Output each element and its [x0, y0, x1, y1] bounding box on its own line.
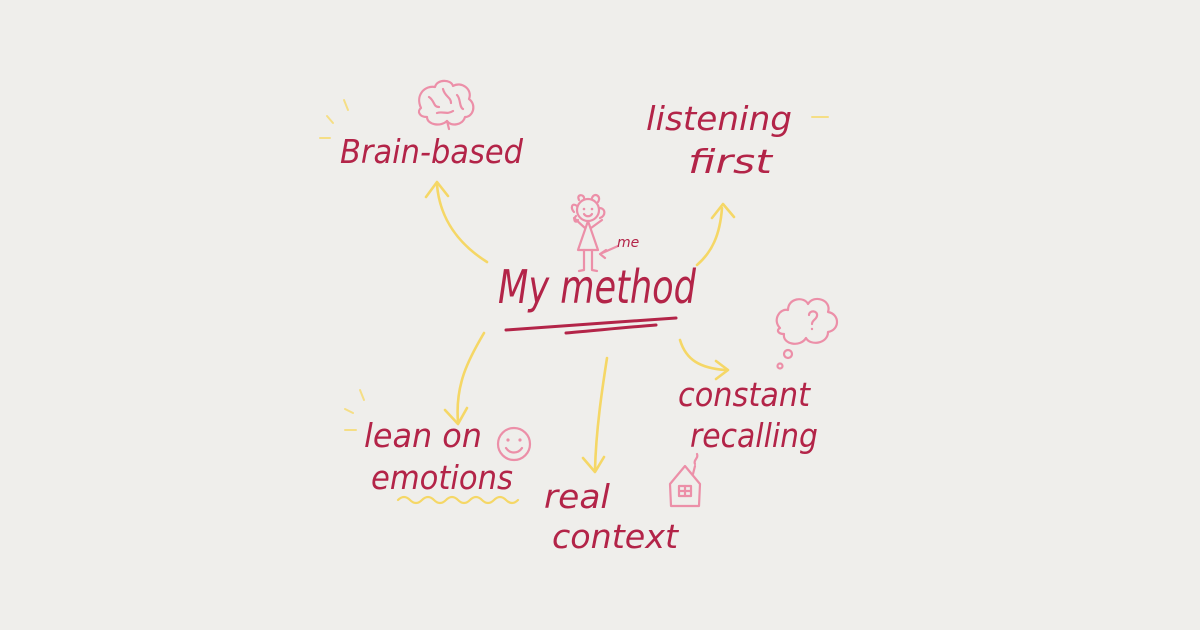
- center-title: My method: [498, 260, 697, 314]
- node-constant-recalling-line1: constant: [678, 375, 811, 414]
- node-listening-first-line2: first: [688, 142, 773, 181]
- node-lean-on-emotions-line2: emotions: [371, 458, 513, 497]
- emotions-wavy-underline: [396, 495, 520, 505]
- node-lean-on-emotions-line1: lean on: [364, 416, 482, 455]
- brain-icon: [417, 79, 475, 131]
- me-label: me: [617, 235, 639, 251]
- node-listening-first-line1: listening: [646, 99, 792, 138]
- node-real-context-line1: real: [544, 477, 610, 516]
- arrows: [424, 180, 736, 474]
- thought-bubble-icon: [775, 297, 839, 370]
- arrow-listening-first: [695, 206, 724, 267]
- stick-figure-icon: [570, 193, 620, 273]
- arrow-lean-on-emotions: [456, 331, 486, 424]
- arrow-brain-based: [435, 183, 489, 264]
- house-icon: [668, 452, 702, 508]
- smiley-icon: [496, 426, 532, 462]
- title-underline: [504, 316, 678, 335]
- arrow-real-context: [593, 356, 609, 472]
- sparkles: [319, 99, 829, 431]
- node-real-context-line2: context: [552, 517, 679, 556]
- node-brain-based: Brain-based: [340, 132, 524, 171]
- arrow-constant-recalling: [678, 338, 727, 372]
- node-constant-recalling-line2: recalling: [690, 416, 818, 455]
